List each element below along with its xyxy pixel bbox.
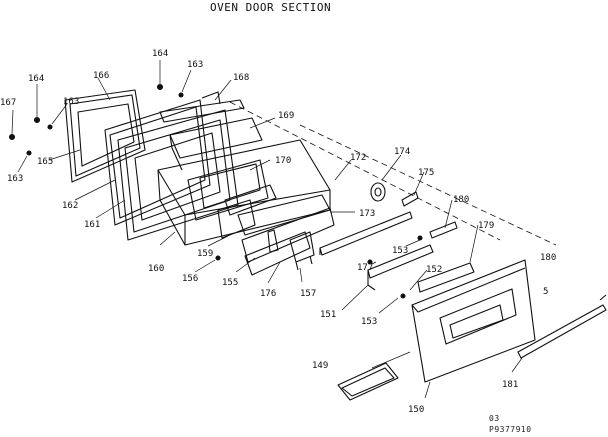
callout-164b: 164 xyxy=(28,74,44,84)
callout-163c: 163 xyxy=(7,174,23,184)
callout-181: 181 xyxy=(502,380,518,390)
callout-160: 160 xyxy=(148,264,164,274)
callout-149: 149 xyxy=(312,361,328,371)
part-170-window-frame xyxy=(217,184,277,239)
callout-173: 173 xyxy=(359,209,375,219)
callout-168: 168 xyxy=(233,73,249,83)
callout-174: 174 xyxy=(394,147,410,157)
diagram-title: OVEN DOOR SECTION xyxy=(210,1,332,14)
callout-163a: 163 xyxy=(187,60,203,70)
callout-labels: 164 163 168 164 166 163 167 169 165 163 … xyxy=(0,49,556,415)
part-162-glass-panel xyxy=(104,99,211,226)
leader-lines xyxy=(11,60,523,399)
footer-code-1: 03 xyxy=(489,414,500,423)
part-172-backing-panel xyxy=(237,194,335,276)
callout-156: 156 xyxy=(182,274,198,284)
callout-172: 172 xyxy=(350,153,366,163)
assembly-guide-line xyxy=(229,101,557,246)
part-176-bracket xyxy=(289,231,315,271)
callout-153a: 153 xyxy=(392,246,408,256)
footer-code-2: P9377910 xyxy=(489,425,532,434)
callout-180a: 180 xyxy=(453,195,469,205)
callout-165: 165 xyxy=(37,157,53,167)
callout-177: 177 xyxy=(357,263,373,273)
callout-176: 176 xyxy=(260,289,276,299)
callout-161: 161 xyxy=(84,220,100,230)
callout-159: 159 xyxy=(197,249,213,259)
callout-153b: 153 xyxy=(361,317,377,327)
callout-180s: 5 xyxy=(543,287,548,297)
callout-163b: 163 xyxy=(63,97,79,107)
callout-166: 166 xyxy=(93,71,109,81)
part-180-hinge-arm xyxy=(429,221,458,239)
callout-169: 169 xyxy=(278,111,294,121)
part-174-cam xyxy=(370,182,386,202)
callout-162: 162 xyxy=(62,201,78,211)
callout-175: 175 xyxy=(418,168,434,178)
callout-151: 151 xyxy=(320,310,336,320)
callout-170: 170 xyxy=(275,156,291,166)
part-149-handle xyxy=(337,362,399,401)
part-150-outer-door xyxy=(411,259,536,383)
callout-152: 152 xyxy=(426,265,442,275)
part-169-insulation xyxy=(169,117,263,171)
part-173-channel xyxy=(319,211,413,256)
callout-164a: 164 xyxy=(152,49,168,59)
part-179-glass xyxy=(417,262,475,293)
callout-167: 167 xyxy=(0,98,16,108)
part-168-top-trim xyxy=(159,91,245,123)
callout-157: 157 xyxy=(300,289,316,299)
part-181-handle-rod xyxy=(517,294,607,359)
callout-180b: 180 xyxy=(540,253,556,263)
callout-179: 179 xyxy=(478,221,494,231)
callout-150: 150 xyxy=(408,405,424,415)
screws xyxy=(8,83,423,299)
part-175-lever xyxy=(401,191,419,207)
callout-155: 155 xyxy=(222,278,238,288)
